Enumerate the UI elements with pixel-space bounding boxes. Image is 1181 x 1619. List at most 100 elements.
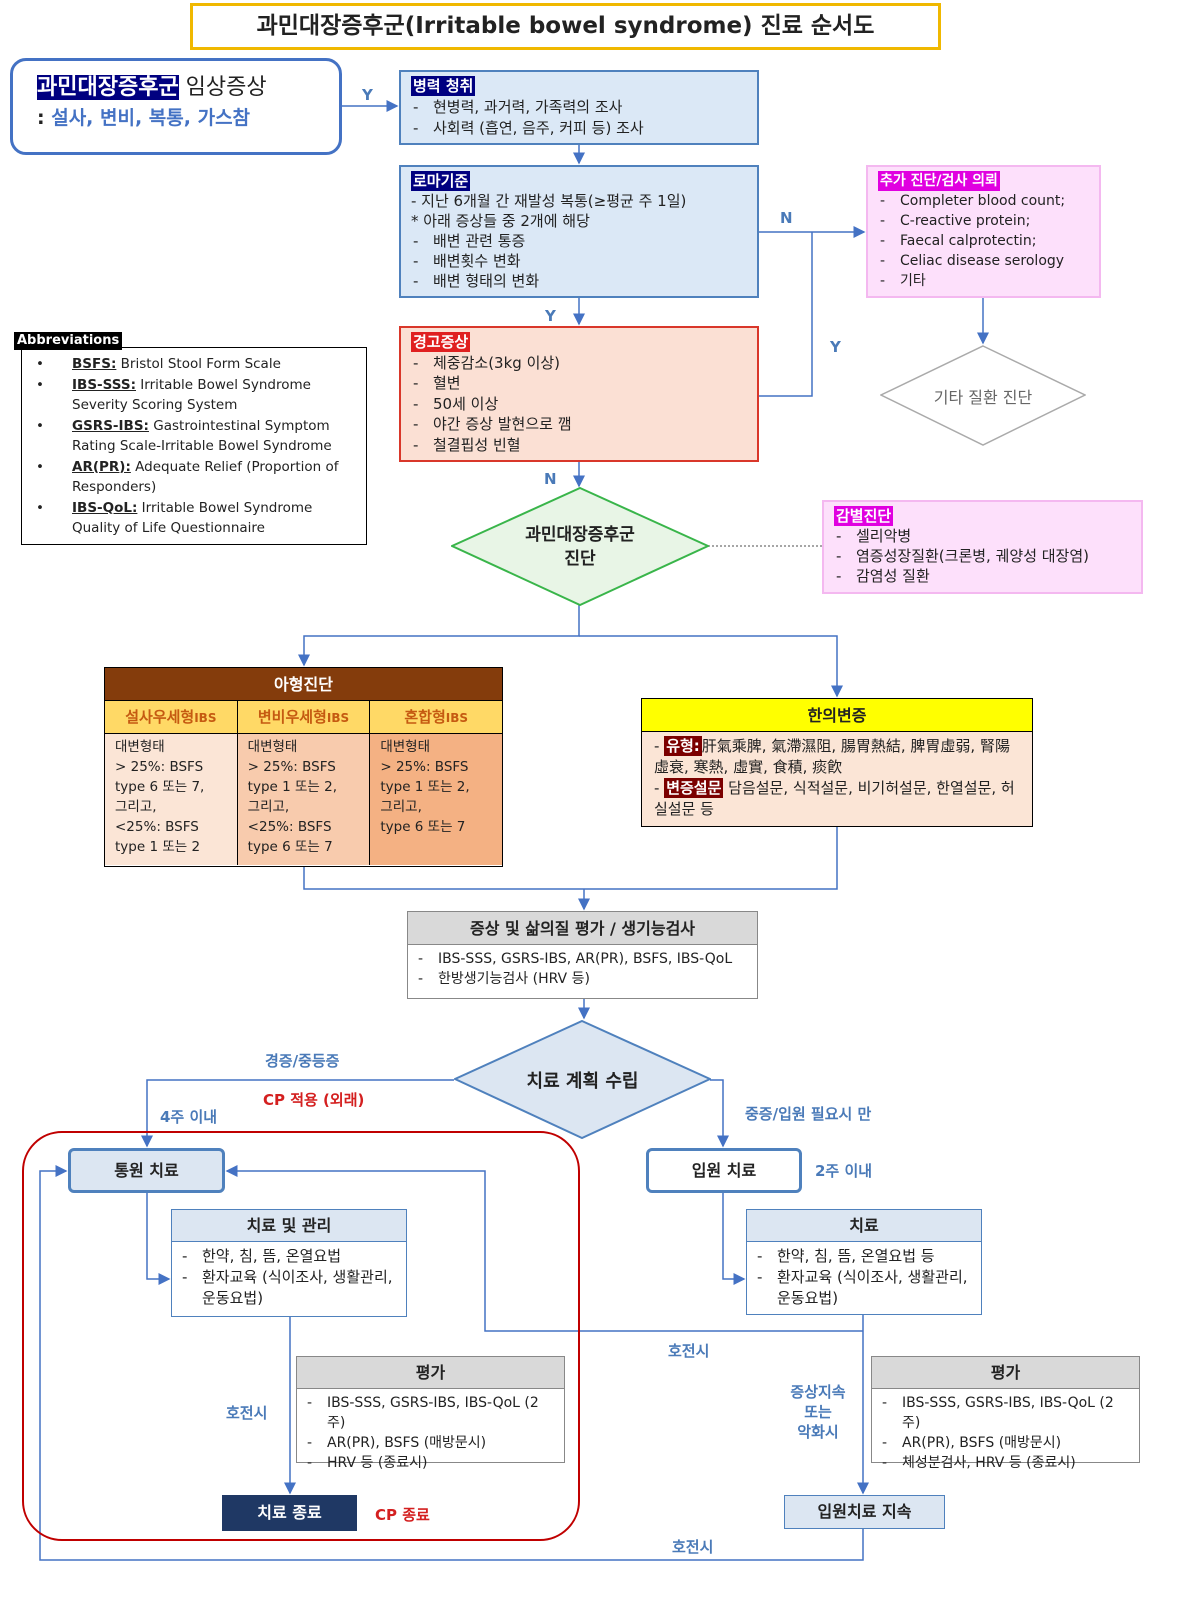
tx-item: 환자교육 (식이조사, 생활관리, 운동요법)	[180, 1267, 398, 1309]
treatment-management-box: 치료 및 관리 한약, 침, 뜸, 온열요법환자교육 (식이조사, 생활관리, …	[171, 1209, 407, 1317]
warning-item: 철결핍성 빈혈	[411, 435, 747, 456]
page-title: 과민대장증후군(Irritable bowel syndrome) 진료 순서도	[190, 3, 941, 50]
warning-item: 체중감소(3kg 이상)	[411, 353, 747, 374]
subtype-criteria: 대변형태 > 25%: BSFS type 6 또는 7, 그리고, <25%:…	[115, 739, 205, 855]
rome-item: 배변횟수 변화	[411, 251, 747, 271]
evaluation-right-box: 평가 IBS-SSS, GSRS-IBS, IBS-QoL (2주)AR(PR)…	[871, 1356, 1140, 1473]
warning-tag: 경고증상	[411, 332, 471, 352]
subtype-criteria: 대변형태 > 25%: BSFS type 1 또는 2, 그리고, type …	[380, 739, 470, 835]
rome-tag: 로마기준	[411, 171, 471, 191]
ddx-tag: 감별진단	[834, 506, 894, 526]
eval-item: HRV 등 (종료시)	[305, 1453, 556, 1473]
treatment-box: 치료 한약, 침, 뜸, 온열요법 등환자교육 (식이조사, 생활관리, 운동요…	[746, 1209, 982, 1315]
label-cp-end: CP 종료	[375, 1506, 430, 1524]
treatment-plan-label: 치료 계획 수립	[526, 1071, 639, 1092]
label-cp-apply: CP 적용 (외래)	[263, 1091, 365, 1109]
ddx-item: 감염성 질환	[834, 566, 1131, 586]
warning-item: 야간 증상 발현으로 깸	[411, 414, 747, 435]
eval-item: IBS-SSS, GSRS-IBS, IBS-QoL (2주)	[880, 1393, 1131, 1433]
extra-item: Faecal calprotectin;	[878, 231, 1089, 251]
warning-signs-box: 경고증상 체중감소(3kg 이상)혈변50세 이상야간 증상 발현으로 깸철결핍…	[399, 326, 759, 462]
rome-line1: - 지난 6개월 간 재발성 복통(≥평균 주 1일)	[411, 192, 687, 210]
subtype-name: 변비우세형	[257, 708, 327, 726]
outpatient-box: 통원 치료	[68, 1148, 225, 1193]
rome-criteria-box: 로마기준 - 지난 6개월 간 재발성 복통(≥평균 주 1일) * 아래 증상…	[399, 165, 759, 298]
rome-item: 배변 관련 통증	[411, 231, 747, 251]
label-improve: 호전시	[226, 1404, 268, 1422]
clinical-tag: 과민대장증후군	[37, 75, 179, 100]
symptom-eval-box: 증상 및 삶의질 평가 / 생기능검사 IBS-SSS, GSRS-IBS, A…	[407, 911, 758, 999]
km-type-tag: 유형:	[664, 736, 702, 756]
label-improve: 호전시	[668, 1342, 710, 1360]
eval-item: AR(PR), BSFS (매방문시)	[880, 1433, 1131, 1453]
abbreviation-item: •IBS-SSS: Irritable Bowel Syndrome Sever…	[36, 376, 311, 414]
extra-item: 기타	[878, 271, 1089, 291]
differential-dx-box: 감별진단 셀리악병염증성장질환(크론병, 궤양성 대장염)감염성 질환	[822, 500, 1143, 594]
abbreviation-item: •BSFS: Bristol Stool Form Scale	[36, 356, 281, 372]
inpatient-box: 입원 치료	[646, 1148, 802, 1193]
km-questionnaire-tag: 변증설문	[664, 778, 724, 798]
abbreviations-box: •BSFS: Bristol Stool Form Scale •IBS-SSS:…	[21, 347, 367, 545]
extra-tests-box: 추가 진단/검사 의뢰 Completer blood count;C-reac…	[866, 165, 1101, 298]
label-yes: Y	[362, 86, 373, 104]
ddx-item: 셀리악병	[834, 526, 1131, 546]
diagnosis-diamond	[451, 487, 709, 606]
subtype-name: 혼합형	[404, 708, 446, 726]
abbreviation-item: •IBS-QoL: Irritable Bowel Syndrome Quali…	[36, 499, 313, 537]
clinical-title: 임상증상	[178, 75, 267, 100]
tx-mgmt-header: 치료 및 관리	[172, 1210, 406, 1242]
tx-item: 환자교육 (식이조사, 생활관리, 운동요법)	[755, 1267, 973, 1309]
extra-tag: 추가 진단/검사 의뢰	[878, 171, 1000, 191]
label-mild: 경증/중등증	[265, 1052, 340, 1070]
label-yes: Y	[830, 338, 841, 356]
subtype-name: 설사우세형	[125, 708, 195, 726]
subtype-header: 아형진단	[105, 668, 502, 701]
label-improve: 호전시	[672, 1538, 714, 1556]
km-header: 한의변증	[642, 699, 1032, 732]
evaluation-left-box: 평가 IBS-SSS, GSRS-IBS, IBS-QoL (2주)AR(PR)…	[296, 1356, 565, 1473]
label-severe: 중증/입원 필요시 만	[745, 1105, 872, 1123]
label-no: N	[544, 470, 557, 488]
rome-item: 배변 형태의 변화	[411, 271, 747, 291]
km-pattern-box: 한의변증 - 유형:肝氣乘脾, 氣滯濕阻, 腸胃熱結, 脾胃虛弱, 腎陽虛衰, …	[641, 698, 1033, 827]
history-tag: 병력 청취	[411, 76, 476, 96]
abbreviation-item: •AR(PR): Adequate Relief (Proportion of …	[36, 458, 339, 496]
tx-item: 한약, 침, 뜸, 온열요법	[180, 1246, 398, 1267]
eval-item: 한방생기능검사 (HRV 등)	[416, 969, 749, 989]
history-item: 현병력, 과거력, 가족력의 조사	[411, 97, 747, 118]
inpatient-continue-box: 입원치료 지속	[784, 1495, 945, 1529]
warning-item: 혈변	[411, 373, 747, 394]
extra-item: Completer blood count;	[878, 191, 1089, 211]
history-item: 사회력 (흡연, 음주, 커피 등) 조사	[411, 118, 747, 139]
tx-header: 치료	[747, 1210, 981, 1242]
label-4weeks: 4주 이내	[160, 1108, 218, 1126]
symptom-eval-header: 증상 및 삶의질 평가 / 생기능검사	[408, 912, 757, 945]
extra-item: Celiac disease serology	[878, 251, 1089, 271]
label-no: N	[780, 209, 793, 227]
subtype-criteria: 대변형태 > 25%: BSFS type 1 또는 2, 그리고, <25%:…	[247, 739, 338, 855]
clinical-symptoms-box: 과민대장증후군 임상증상 : 설사, 변비, 복통, 가스참	[10, 58, 342, 155]
abbreviations-label: Abbreviations	[14, 332, 123, 350]
eval-item: AR(PR), BSFS (매방문시)	[305, 1433, 556, 1453]
km-questionnaires: 담음설문, 식적설문, 비기허설문, 한열설문, 허실설문 등	[654, 779, 1015, 818]
rome-line2: * 아래 증상들 중 2개에 해당	[411, 212, 590, 230]
eval-item: IBS-SSS, GSRS-IBS, AR(PR), BSFS, IBS-QoL	[416, 949, 749, 969]
label-worse: 증상지속 또는 악화시	[790, 1383, 846, 1441]
eval-left-header: 평가	[297, 1357, 564, 1389]
cp-outpatient-region	[22, 1131, 580, 1541]
treatment-plan-diamond	[454, 1020, 711, 1139]
eval-item: IBS-SSS, GSRS-IBS, IBS-QoL (2주)	[305, 1393, 556, 1433]
history-box: 병력 청취 현병력, 과거력, 가족력의 조사사회력 (흡연, 음주, 커피 등…	[399, 70, 759, 145]
eval-item: 체성분검사, HRV 등 (종료시)	[880, 1453, 1131, 1473]
abbreviation-item: •GSRS-IBS: Gastrointestinal Symptom Rati…	[36, 417, 332, 455]
label-yes: Y	[545, 307, 556, 325]
symptoms-prefix: :	[37, 107, 52, 129]
ddx-item: 염증성장질환(크론병, 궤양성 대장염)	[834, 546, 1131, 566]
warning-item: 50세 이상	[411, 394, 747, 415]
tx-item: 한약, 침, 뜸, 온열요법 등	[755, 1246, 973, 1267]
